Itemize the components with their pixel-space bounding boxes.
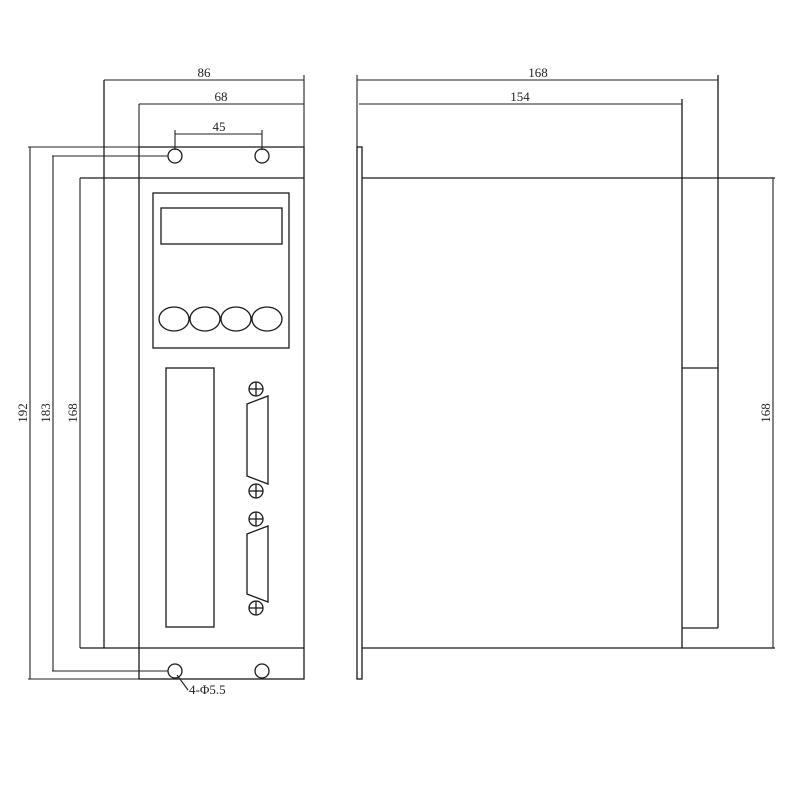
mounting-plate-outline <box>138 146 305 680</box>
side-flange <box>356 146 363 680</box>
terminal-block <box>165 367 215 628</box>
connector-1 <box>246 381 269 499</box>
dim-label-68: 68 <box>215 89 228 104</box>
mounting-hole-bottom-left <box>167 663 183 679</box>
dim-label-168-side: 168 <box>758 403 773 423</box>
keypad-panel <box>152 192 290 349</box>
mounting-hole-top-left <box>167 148 183 164</box>
keypad-button-3 <box>220 306 252 332</box>
dim-label-183: 183 <box>38 403 53 423</box>
front-view: 86 68 45 192 183 168 4-Φ5.5 <box>15 65 305 697</box>
hole-callout-leader <box>176 674 189 691</box>
side-view: 168 154 168 <box>356 65 775 680</box>
dim-label-86: 86 <box>198 65 212 80</box>
dim-label-168-front: 168 <box>65 403 80 423</box>
hole-callout-label: 4-Φ5.5 <box>189 682 226 697</box>
mounting-hole-bottom-right <box>254 663 270 679</box>
keypad-button-4 <box>251 306 283 332</box>
keypad-button-1 <box>158 306 190 332</box>
dim-label-154: 154 <box>510 89 530 104</box>
dim-label-45: 45 <box>213 119 226 134</box>
display-window <box>160 207 283 245</box>
dim-label-168-depth: 168 <box>528 65 548 80</box>
dim-label-192: 192 <box>15 403 30 423</box>
keypad-button-2 <box>189 306 221 332</box>
connector-2 <box>246 511 269 616</box>
mounting-hole-top-right <box>254 148 270 164</box>
